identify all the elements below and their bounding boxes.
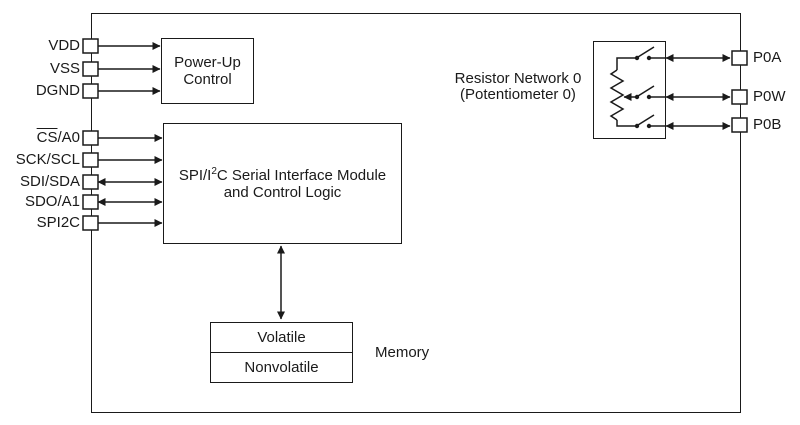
resistor-network-label: Resistor Network 0 (Potentiometer 0) [445,71,591,103]
pin-dgnd [82,83,99,99]
spi-i2c-interface-block: SPI/I2C Serial Interface Module and Cont… [163,123,402,244]
switch-contact [634,55,640,61]
memory-cell-volatile: Volatile [257,329,306,346]
memory-block: Volatile Nonvolatile [210,322,353,383]
resistor-top-lead [616,57,636,70]
pin-p0a [731,50,748,66]
switch-contact [646,94,652,100]
pin-spi2c [82,215,99,231]
switch-blade-b [637,114,655,126]
pin-vdd [82,38,99,54]
pin-label-sdo-a1: SDO/A1 [24,193,80,210]
resistor-bottom-lead [616,120,636,127]
switch-blade-a [637,46,655,58]
resistor-network-label-line2: (Potentiometer 0) [460,86,576,103]
power-up-label-line1: Power-Up [174,54,241,71]
memory-cell-nonvolatile: Nonvolatile [211,352,352,382]
pin-label-vdd: VDD [48,37,80,54]
pin-label-sck-scl: SCK/SCL [15,151,80,168]
pin-sdi-sda [82,174,99,190]
pin-label-p0a: P0A [753,49,782,66]
pin-label-dgnd: DGND [35,82,80,99]
memory-label: Memory [375,344,430,361]
pin-label-spi2c: SPI2C [36,214,80,231]
switch-blade-w [637,85,655,97]
pin-p0w [731,89,748,105]
pin-vss [82,61,99,77]
pin-sdo-a1 [82,194,99,210]
pin-label-vss: VSS [49,60,80,77]
pin-p0b [731,117,748,133]
pin-label-p0w: P0W [753,88,786,105]
pin-label-p0b: P0B [753,116,782,133]
device-boundary-box [91,13,741,413]
switch-contact [646,55,652,61]
spi-label-line2: and Control Logic [223,183,342,201]
pin-label-cs-a0: CS/A0 [36,129,80,146]
pin-label-sdi-sda: SDI/SDA [19,173,80,190]
resistor-zigzag [609,69,625,121]
power-up-label-line2: Control [183,71,232,88]
resistor-network-label-line1: Resistor Network 0 [454,70,582,87]
switch-contact [646,123,652,129]
pin-cs-a0 [82,130,99,146]
switch-contact [634,123,640,129]
switch-contact [634,94,640,100]
pin-sck-scl [82,152,99,168]
spi-label-line1: SPI/I2C Serial Interface Module [178,165,387,184]
spi-superscript-2: 2 [211,165,217,177]
resistor-network-box [593,41,666,139]
power-up-control-block: Power-Up Control [161,38,254,104]
